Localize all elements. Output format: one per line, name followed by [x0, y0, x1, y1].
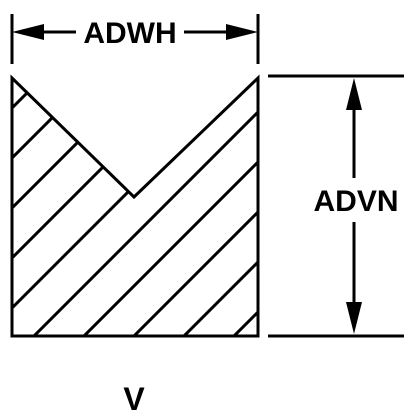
height-label: ADVN [313, 185, 398, 218]
diagram-caption: V [123, 381, 145, 417]
width-arrow-right-icon [226, 24, 258, 40]
height-dimension: ADVN [268, 74, 404, 338]
width-label: ADWH [83, 17, 176, 50]
height-arrow-top-icon [346, 78, 362, 110]
part-outline [10, 74, 260, 338]
part-hatching [12, 78, 258, 336]
height-arrow-bottom-icon [346, 302, 362, 334]
width-arrow-left-icon [12, 24, 44, 40]
v-notch-part [10, 74, 260, 338]
width-dimension: ADWH [10, 14, 260, 64]
